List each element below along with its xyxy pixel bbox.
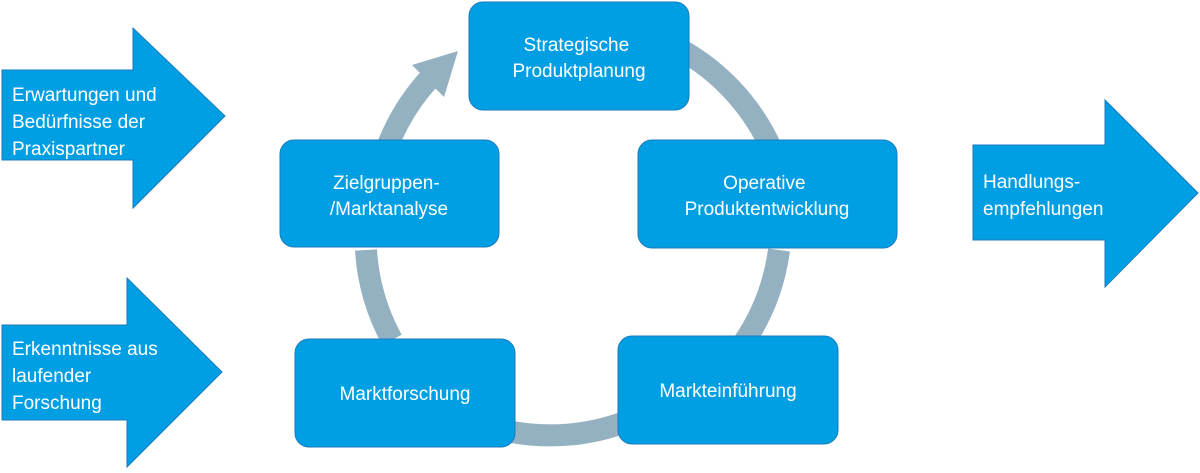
box-launch-shape [617, 335, 839, 445]
box-operative-label: Operative Produktentwicklung [685, 173, 850, 220]
output-arrow-recommendations-label: Handlungs- empfehlungen [983, 172, 1103, 220]
box-operative-product-development: Operative Produktentwicklung [637, 139, 898, 249]
box-operative-shape [637, 139, 898, 249]
cycle-arrowhead-icon [412, 51, 458, 97]
arc-launch-to-research [510, 411, 629, 447]
input-arrow-findings-shape [1, 276, 223, 469]
box-target-shape [279, 139, 500, 248]
box-launch-label: Markteinführung [659, 381, 796, 402]
box-strategic-label: Strategische Produktplanung [512, 35, 645, 82]
box-market-research: Marktforschung [294, 338, 516, 448]
box-target-label: Zielgruppen- /Marktanalyse [330, 173, 448, 220]
box-research-shape [294, 338, 516, 448]
arc-operative-to-launch [732, 248, 790, 352]
input-arrow-expectations-label: Erwartungen und Bedürfnisse der Praxispa… [12, 85, 162, 160]
output-arrow-recommendations: Handlungs- empfehlungen [972, 98, 1199, 289]
input-arrow-expectations: Erwartungen und Bedürfnisse der Praxispa… [1, 26, 226, 210]
input-arrow-findings: Erkenntnisse aus laufender Forschung [1, 276, 223, 469]
box-strategic-shape [468, 1, 690, 111]
input-arrow-expectations-shape [1, 26, 226, 210]
box-target-group-market-analysis: Zielgruppen- /Marktanalyse [279, 139, 500, 248]
output-arrow-recommendations-shape [972, 98, 1199, 289]
arc-research-to-target [355, 249, 402, 346]
box-research-label: Marktforschung [340, 384, 471, 405]
arc-target-to-strategic [377, 70, 439, 150]
box-market-launch: Markteinführung [617, 335, 839, 445]
input-arrow-findings-label: Erkenntnisse aus laufender Forschung [12, 339, 163, 414]
box-strategic-product-planning: Strategische Produktplanung [468, 1, 690, 111]
